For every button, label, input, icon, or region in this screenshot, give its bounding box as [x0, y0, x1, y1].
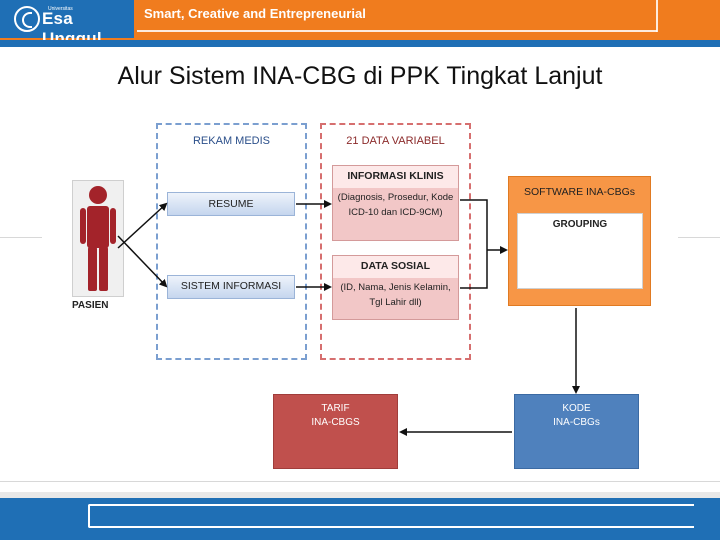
- patient-figure: [72, 180, 124, 297]
- connector-sosial: [460, 250, 488, 289]
- kode-line1: KODE: [562, 403, 591, 414]
- header-divider-end: [656, 0, 658, 32]
- pasien-label: PASIEN: [72, 300, 109, 311]
- tarif-ina-cbgs-box: TARIF INA-CBGS: [273, 394, 398, 469]
- arrow-pasien-resume: [117, 202, 168, 249]
- grid-line: [0, 481, 720, 482]
- grouping-box: GROUPING: [517, 213, 643, 289]
- rekam-medis-group: [156, 123, 307, 360]
- logo[interactable]: Universitas Esa Unggul: [0, 0, 134, 48]
- data-variabel-title: 21 DATA VARIABEL: [346, 135, 445, 147]
- rekam-medis-title: REKAM MEDIS: [192, 135, 270, 147]
- header-bar: Universitas Esa Unggul Smart, Creative a…: [0, 0, 720, 48]
- resume-box: RESUME: [167, 192, 295, 216]
- informasi-klinis-body: (Diagnosis, Prosedur, Kode ICD-10 dan IC…: [337, 192, 454, 218]
- logo-subtext: Universitas: [48, 6, 73, 12]
- grid-line: [678, 237, 720, 238]
- tarif-line2: INA-CBGS: [311, 417, 360, 428]
- footer-frame: [88, 504, 694, 528]
- kode-ina-cbgs-box: KODE INA-CBGs: [514, 394, 639, 469]
- kode-line2: INA-CBGs: [553, 417, 600, 428]
- header-blue-strip: [0, 40, 720, 47]
- grid-line: [0, 237, 42, 238]
- software-title: SOFTWARE INA-CBGs: [523, 186, 636, 198]
- informasi-klinis-title: INFORMASI KLINIS: [333, 166, 458, 188]
- person-icon: [80, 186, 116, 291]
- logo-emblem-icon: [14, 6, 40, 32]
- software-ina-cbgs-box: SOFTWARE INA-CBGs GROUPING: [508, 176, 651, 306]
- arrow-pasien-sistem: [117, 235, 168, 288]
- header-divider: [137, 30, 657, 32]
- header-tagline: Smart, Creative and Entrepreneurial: [144, 6, 366, 21]
- data-sosial-box: DATA SOSIAL (ID, Nama, Jenis Kelamin, Tg…: [332, 255, 459, 320]
- informasi-klinis-box: INFORMASI KLINIS (Diagnosis, Prosedur, K…: [332, 165, 459, 241]
- connector-klinis: [460, 199, 488, 250]
- sistem-informasi-box: SISTEM INFORMASI: [167, 275, 295, 299]
- tarif-line1: TARIF: [321, 403, 350, 414]
- slide-title: Alur Sistem INA-CBG di PPK Tingkat Lanju…: [117, 62, 603, 90]
- footer-top-strip: [0, 492, 720, 498]
- data-variabel-group: [320, 123, 471, 360]
- data-sosial-body: (ID, Nama, Jenis Kelamin, Tgl Lahir dll): [340, 282, 451, 308]
- data-sosial-title: DATA SOSIAL: [333, 256, 458, 278]
